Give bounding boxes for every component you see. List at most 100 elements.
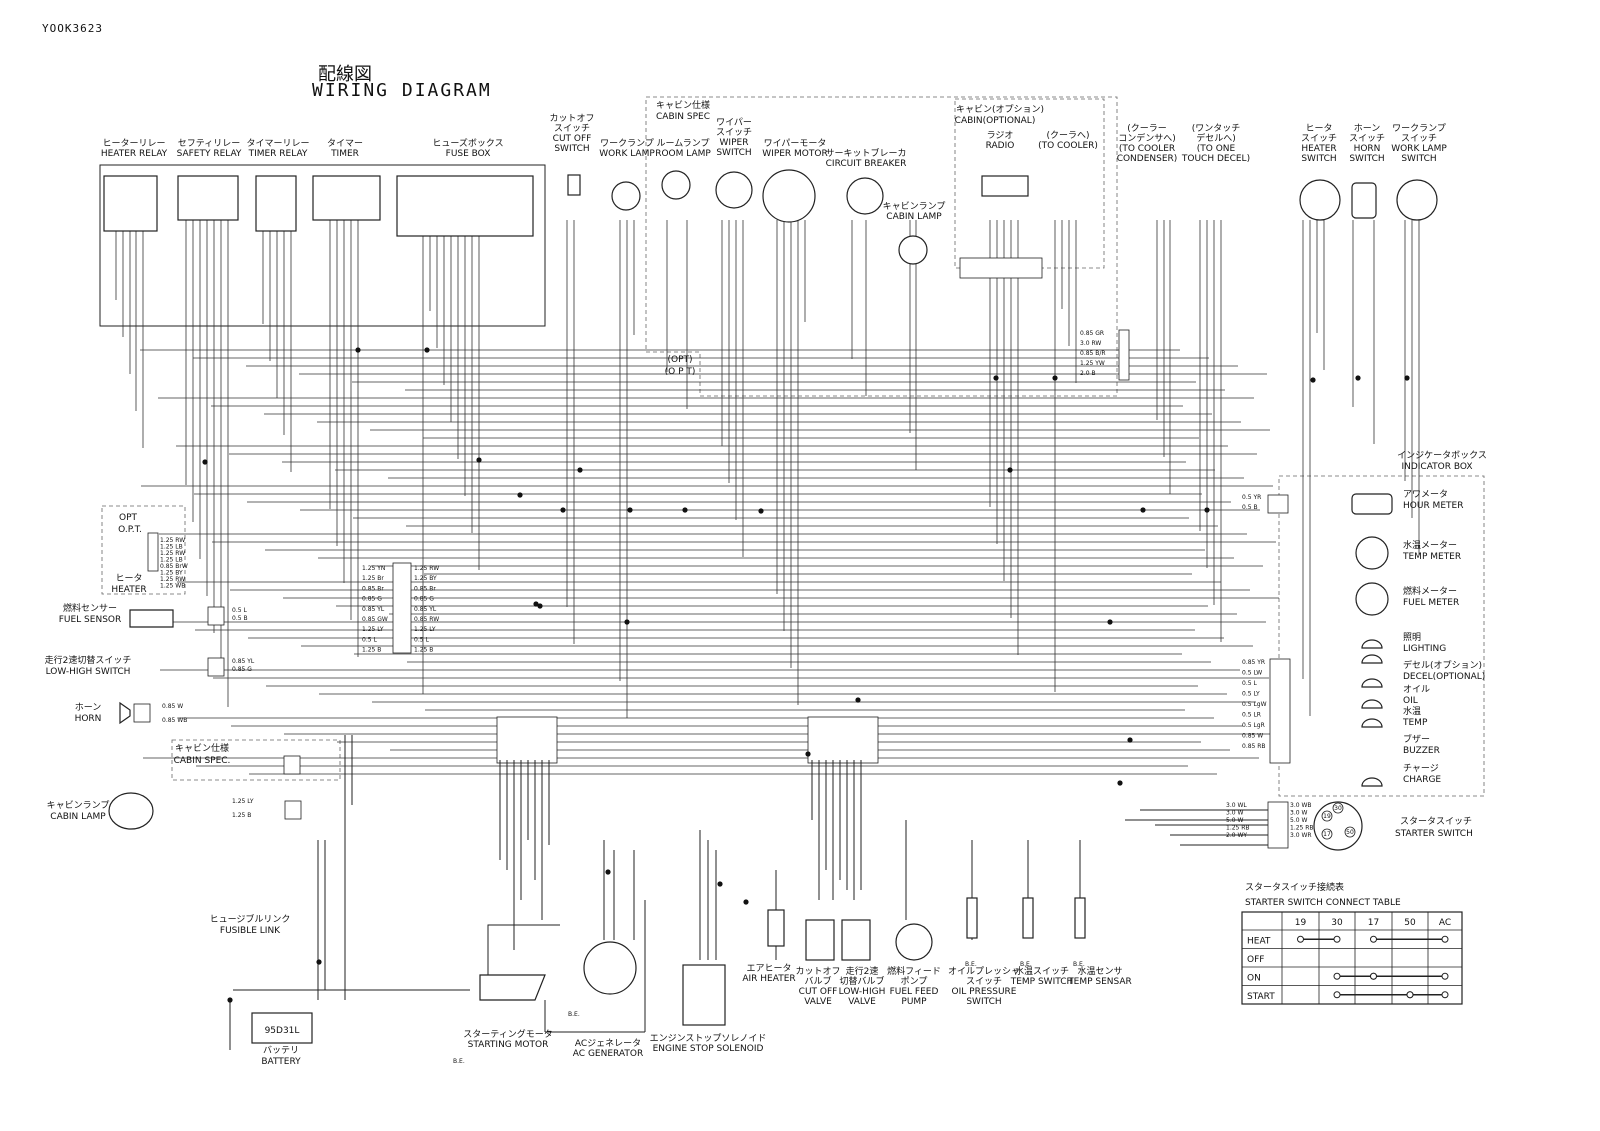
wire-label-main-left: 1.25 YN [362, 565, 385, 572]
starter-terminal [1344, 826, 1356, 838]
starter-terminal [1321, 810, 1333, 822]
indicator-box-label-en: INDICATOR BOX [1401, 462, 1472, 472]
wire-junction [202, 459, 208, 465]
horn-switch-body [1351, 182, 1377, 219]
wire-label-main-right: 0.5 L [414, 636, 429, 643]
temp-switch-label-en: TEMP SWITCH [1010, 977, 1074, 987]
wiper-switch-label-en: WIPER [720, 138, 749, 148]
timer-label-en: TIMER [330, 149, 359, 159]
low-high-switch-label-jp: 走行2速切替スイッチ [45, 654, 132, 666]
wire-label-main-right: 1.25 BY [414, 575, 437, 582]
low-high-valve-label-en: VALVE [848, 997, 876, 1007]
wire-label-main-right: 0.85 G [414, 596, 434, 603]
temp-sensar-label-en: TEMP SENSAR [1067, 977, 1132, 987]
heater-relay-label-jp: ヒーターリレー [102, 138, 165, 149]
wire-label-main-right: 1.25 B [414, 647, 433, 654]
heater-switch-label-en: HEATER [1301, 144, 1336, 154]
safety-relay-box [177, 175, 239, 221]
connect-table-node [1441, 935, 1449, 943]
wire-label-indicator: 0.85 RB [1242, 743, 1266, 750]
wire-label-heater: 1.25 RW [160, 576, 185, 583]
indicator-item-label-en: FUEL METER [1403, 598, 1459, 608]
wire-junction [682, 507, 688, 513]
starter-terminal [1332, 802, 1344, 814]
connect-table-row-label: ON [1247, 973, 1261, 983]
indicator-item-label-jp: ブザー [1403, 733, 1430, 745]
wire-junction [476, 457, 482, 463]
wire-label-fuel-sensor: 0.5 B [232, 615, 248, 622]
wiper-switch-label-en: SWITCH [716, 148, 751, 158]
work-lamp-label-en: WORK LAMP [599, 149, 655, 159]
cabin-spec-left-label-en: CABIN SPEC. [174, 756, 231, 766]
wire-junction [1404, 375, 1410, 381]
work-lamp-label-jp: ワークランプ [600, 138, 654, 149]
wire-junction [1007, 467, 1013, 473]
wire-junction [743, 899, 749, 905]
wire-label-heater: 1.25 LB [160, 544, 183, 551]
wiper-motor-body [762, 169, 816, 223]
ac-generator-body [583, 941, 637, 995]
wire-label-starter-right: 3.0 W [1290, 810, 1307, 817]
wire-label-heater: 1.25 LB [160, 557, 183, 564]
circuit-breaker-label-jp: サーキットブレーカ [825, 147, 906, 159]
starter-terminal-label: 30 [1334, 805, 1342, 812]
timer-relay-label-en: TIMER RELAY [248, 149, 308, 159]
wire-label-radio: 3.0 RW [1080, 340, 1101, 347]
wire-label-heater: 1.25 RW [160, 537, 185, 544]
wire-label-starter-right: 1.25 RB [1290, 825, 1314, 832]
to-one-touch-decel-label-en: TOUCH DECEL) [1181, 154, 1250, 164]
fuel-meter-body [1355, 582, 1389, 616]
cut-off-valve-label-en: VALVE [804, 997, 832, 1007]
cut-off-switch-label-en: CUT OFF [553, 134, 592, 144]
starting-motor-label-jp: スターティングモータ [463, 1028, 552, 1040]
to-one-touch-decel-label-jp: デセルへ) [1196, 132, 1236, 144]
cabin-lamp-left-label-jp: キャビンランプ [47, 800, 110, 811]
connect-table-node [1333, 935, 1341, 943]
wiper-switch-label-jp: ワイパー [716, 117, 752, 128]
to-cooler-label-jp: (クーラへ) [1046, 130, 1089, 141]
wire-label-horn: 0.85 W [162, 703, 183, 710]
timer-relay-box [255, 175, 297, 232]
wire-label-main-left: 0.85 G [362, 596, 382, 603]
wire-label-starter-right: 3.0 WB [1290, 802, 1312, 809]
heater-relay-label-en: HEATER RELAY [101, 149, 168, 159]
indicator-lamp-icon [1361, 777, 1383, 787]
connect-table-row-label: HEAT [1247, 936, 1271, 946]
to-one-touch-decel-label-jp: (ワンタッチ [1192, 123, 1241, 134]
radio-body [981, 175, 1029, 197]
safety-relay-label-en: SAFETY RELAY [177, 149, 242, 159]
indicator-item-label-jp: 水温 [1403, 705, 1421, 717]
indicator-lamp-icon [1361, 718, 1383, 728]
wire-junction [1204, 507, 1210, 513]
wire-harness [99, 96, 1485, 1050]
to-cooler-label-en: (TO COOLER) [1038, 141, 1098, 151]
wire-junction [624, 619, 630, 625]
ground-label: B.E. [965, 961, 977, 968]
wire-junction [1117, 780, 1123, 786]
horn-switch-label-jp: スイッチ [1349, 133, 1385, 144]
temp-meter-body [1355, 536, 1389, 570]
cabin-optional-label-jp: キャビン(オプション) [956, 104, 1044, 115]
fuel-feed-pump-body [895, 923, 933, 961]
temp-switch-body [1022, 897, 1034, 939]
low-high-valve-label-jp: 切替バルブ [839, 975, 884, 987]
fuel-feed-pump-label-en: PUMP [901, 997, 927, 1007]
wire-label-starter-left: 5.0 W [1226, 817, 1243, 824]
wire-label-main-right: 0.85 RW [414, 616, 439, 623]
connect-table-node [1406, 991, 1414, 999]
wire-label-starter-left: 3.0 W [1226, 810, 1243, 817]
wire-junction [1107, 619, 1113, 625]
indicator-item-label-jp: アワメータ [1403, 489, 1448, 500]
fusible-link-label-jp: ヒュージブルリンク [210, 913, 291, 925]
connect-table-row-label: OFF [1247, 955, 1264, 965]
connect-table-column-header: 50 [1404, 918, 1416, 928]
circuit-breaker-body [846, 177, 884, 215]
hour-meter-body [1351, 493, 1393, 515]
connect-table-row-label: START [1247, 992, 1275, 1002]
indicator-item-label-jp: デセル(オプション) [1403, 659, 1482, 671]
wire-junction [227, 997, 233, 1003]
wire-label-indicator: 0.5 LgR [1242, 722, 1265, 729]
engine-stop-solenoid-label-en: ENGINE STOP SOLENOID [653, 1044, 764, 1054]
